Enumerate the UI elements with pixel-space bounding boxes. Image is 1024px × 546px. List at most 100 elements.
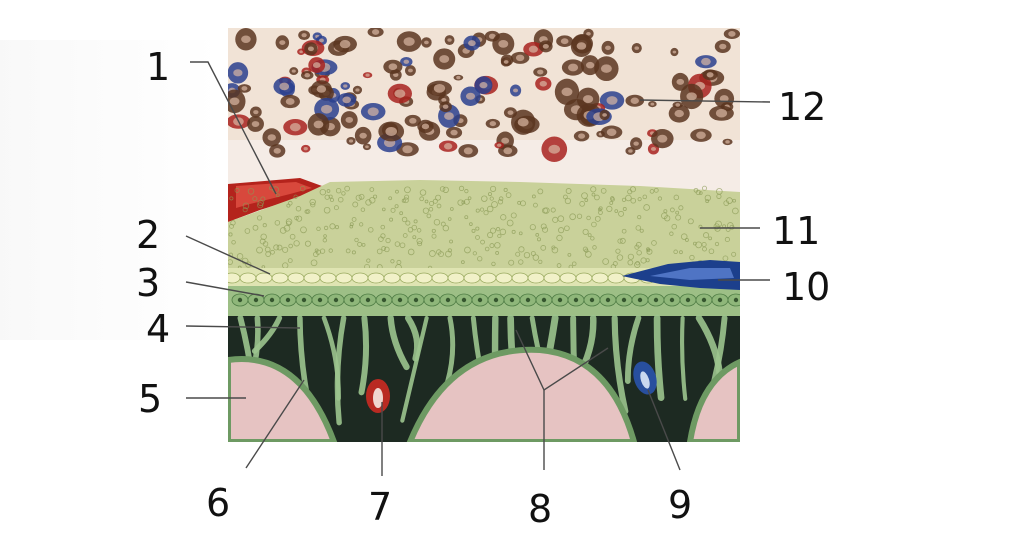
bone-pore-core: [628, 149, 633, 153]
fiber-cell: [569, 213, 577, 221]
fiber-cell: [440, 221, 446, 227]
bone-pore-core: [542, 44, 549, 49]
fiber-cell: [481, 195, 488, 202]
fiber-cell: [326, 189, 331, 193]
artery-highlight: [236, 182, 312, 208]
fiber-cell: [497, 233, 502, 239]
fiber-cell: [731, 251, 737, 257]
cell-upper: [367, 272, 385, 284]
cell-nucleus: [301, 297, 307, 303]
cell-nucleus: [397, 297, 403, 303]
fiber-cell: [369, 197, 376, 204]
cell-upper: [511, 272, 529, 284]
fiber-cell: [464, 246, 471, 254]
bone-pore-core: [408, 68, 413, 73]
leader-lines: [185, 61, 771, 476]
fiber-cell: [399, 242, 406, 249]
fiber-cell: [704, 194, 712, 202]
fiber-cell: [265, 251, 271, 257]
fiber-cell: [584, 198, 589, 202]
leader-9: [647, 389, 681, 471]
fiber-cell: [621, 228, 627, 234]
fiber-cell: [256, 246, 263, 254]
bone-pore-core: [561, 87, 573, 97]
cell-nucleus: [621, 297, 627, 303]
illustration-panel: [228, 28, 740, 442]
fiber-cell: [424, 199, 429, 204]
bone-pore-core: [450, 129, 458, 136]
cell-nucleus: [637, 297, 643, 303]
fiber-cell: [490, 185, 497, 192]
fiber-cell: [629, 186, 636, 193]
bone-pore-core: [582, 95, 594, 104]
cell-nucleus: [461, 297, 467, 303]
fiber-cell: [489, 243, 495, 249]
fiber-cell: [432, 198, 438, 204]
fiber-cell: [242, 202, 250, 210]
fiber-cell: [438, 251, 444, 258]
fiber-cell: [500, 214, 507, 221]
bone-pore-core: [605, 45, 611, 51]
fiber-cell: [581, 192, 588, 199]
cell-upper: [351, 272, 369, 284]
fiber-cell: [366, 258, 371, 263]
bone-pore-core: [289, 122, 301, 132]
fiber-cell: [429, 201, 434, 206]
fiber-cell: [439, 186, 446, 192]
fiber-cell: [517, 200, 521, 205]
fiber-cell: [649, 189, 655, 194]
fiber-cell: [445, 250, 452, 258]
bone-pore-core: [447, 38, 452, 42]
fiber-cell: [380, 233, 386, 239]
bone-pore-core: [560, 38, 569, 45]
fiber-cell: [323, 206, 331, 214]
cell-upper: [431, 272, 449, 284]
fiber-cell: [300, 226, 307, 234]
fiber-cell: [351, 250, 356, 255]
fiber-cell: [357, 241, 363, 247]
fiber-cell: [618, 210, 624, 217]
fiber-cell: [537, 188, 544, 195]
label-5: 5: [138, 377, 162, 421]
fiber-cell: [365, 199, 372, 206]
cell-upper: [495, 272, 513, 284]
fiber-cell: [645, 258, 650, 263]
fiber-cell: [283, 224, 291, 232]
bone-pore-core: [359, 132, 367, 139]
fiber-cell: [442, 186, 449, 193]
fiber-cell: [463, 198, 470, 205]
bone-pore-core: [650, 102, 655, 106]
bone-pore-core: [365, 145, 369, 149]
fiber-cell: [449, 239, 453, 244]
bone-pore-core: [568, 63, 579, 72]
bone-pore-core: [233, 69, 243, 77]
fiber-cell: [236, 253, 244, 260]
fiber-cell: [480, 239, 485, 245]
cell-upper: [399, 272, 417, 284]
bone-pore-core: [576, 42, 587, 50]
bone-pore-core: [355, 88, 360, 92]
fiber-cell: [556, 263, 562, 268]
fiber-cell: [557, 215, 565, 223]
bone-pore-core: [606, 128, 617, 136]
fiber-cell: [349, 224, 354, 229]
fiber-cell: [540, 223, 547, 230]
fiber-cell: [564, 225, 570, 232]
fiber-cell: [634, 261, 641, 268]
fiber-cell: [293, 240, 300, 247]
fiber-cell: [262, 241, 269, 247]
bone-pore-core: [537, 69, 544, 75]
bone-pore-core: [501, 137, 510, 144]
bone-pore-core: [285, 98, 295, 105]
fiber-cell: [671, 223, 677, 230]
fiber-cell: [360, 207, 366, 212]
label-1: 1: [146, 45, 170, 89]
cell-upper: [447, 272, 465, 284]
fiber-cell: [257, 202, 264, 209]
bone-pore-core: [345, 116, 354, 123]
fiber-cell: [256, 215, 263, 221]
fiber-cell: [642, 194, 648, 200]
fiber-cell: [543, 207, 550, 214]
fiber-cell: [242, 207, 248, 213]
